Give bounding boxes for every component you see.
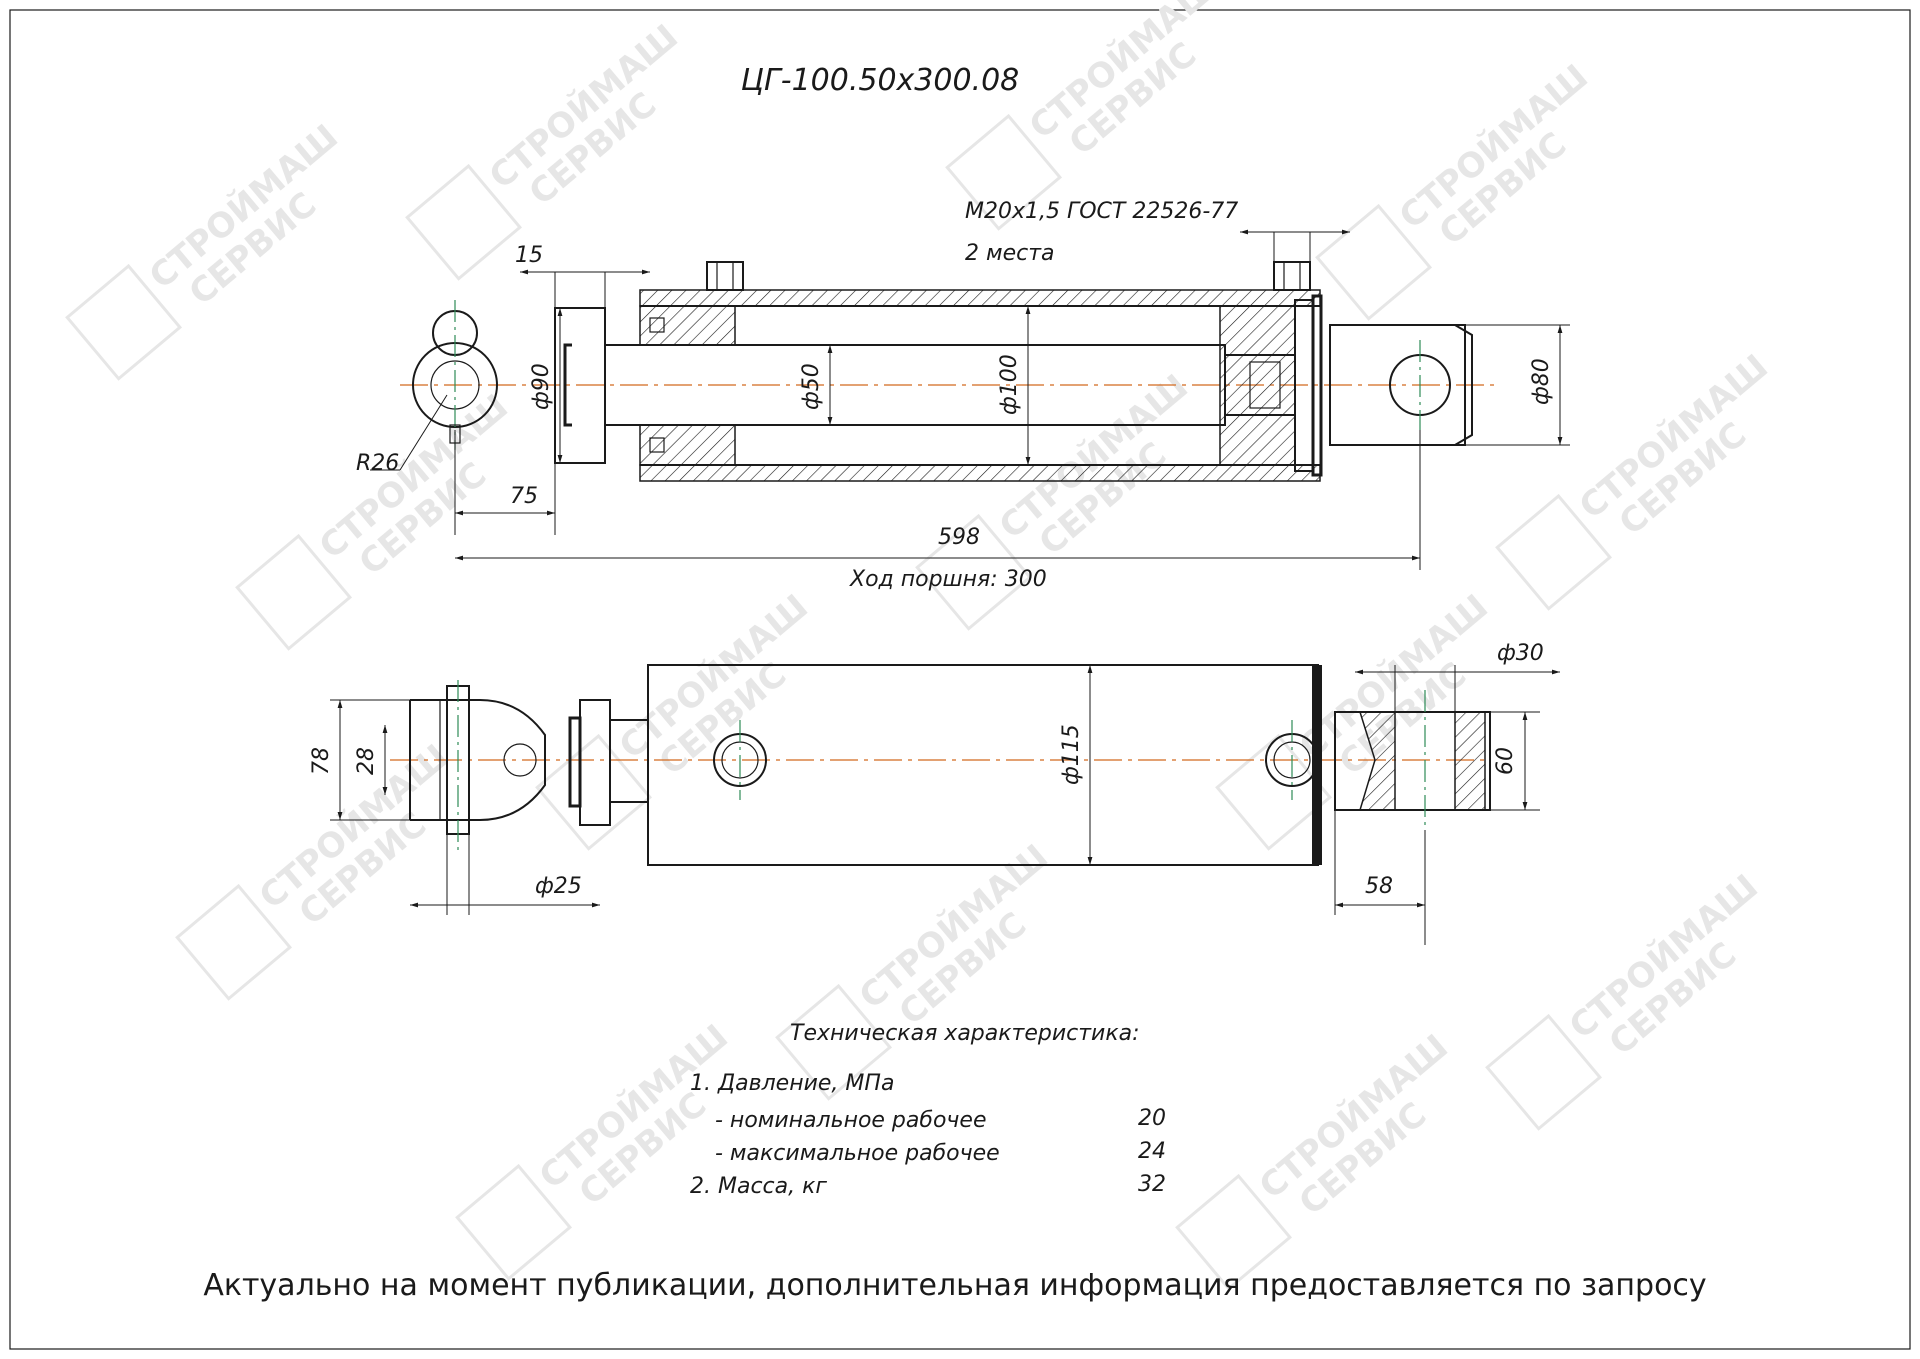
port-rear: [706, 261, 744, 291]
barrel-wall-top: [639, 289, 1321, 307]
tech-specs: Техническая характеристика: 1. Давление,…: [690, 1021, 1166, 1199]
rear-flange-seal: [563, 343, 572, 427]
top-section-view: M20x1,5 ГОСТ 22526-77 2 места 15 ф90 ф50…: [356, 199, 1570, 592]
dim-total-length: 598: [938, 525, 980, 550]
rear-flange-bottom: [579, 699, 611, 826]
dim-body: ф115: [1059, 724, 1084, 785]
thread-note: M20x1,5 ГОСТ 22526-77: [965, 199, 1238, 224]
spec-row-value: 32: [1138, 1172, 1166, 1197]
drawing-title: ЦГ-100.50х300.08: [741, 63, 1020, 98]
dim-radius: R26: [356, 451, 399, 476]
barrel-wall-bottom: [639, 464, 1321, 482]
dim-bore-flange: ф90: [529, 363, 554, 410]
spec-row-label: 2. Масса, кг: [690, 1174, 827, 1199]
spec-row-value: 20: [1138, 1106, 1166, 1131]
spec-row-label: - максимальное рабочее: [715, 1141, 1000, 1166]
stroke-note: Ход поршня: 300: [849, 567, 1047, 592]
dim-eye: ф80: [1529, 358, 1554, 405]
footer-note: Актуально на момент публикации, дополнит…: [203, 1268, 1706, 1303]
spec-row-label: 1. Давление, МПа: [690, 1071, 894, 1096]
rod-eye-body: [1329, 324, 1466, 446]
dim-pin: ф30: [1497, 641, 1544, 666]
dim-rod: ф50: [799, 363, 824, 410]
rear-clevis: [410, 699, 546, 821]
port-front: [1273, 261, 1311, 291]
places-note: 2 места: [965, 241, 1055, 266]
dim-clevis-pin: ф25: [535, 874, 582, 899]
dim-width: 78: [309, 747, 334, 775]
sheet-frame: [9, 9, 1911, 1350]
rear-gland-top: [639, 305, 736, 346]
spec-row-value: 24: [1138, 1139, 1166, 1164]
dim-eye-width: 60: [1493, 747, 1518, 775]
spec-row-label: - номинальное рабочее: [715, 1108, 986, 1133]
rear-gland-bottom: [639, 424, 736, 466]
dim-eye-length: 58: [1365, 874, 1393, 899]
dim-bore: ф100: [997, 354, 1022, 415]
dim-eye-offset: 75: [510, 484, 538, 509]
rod-eye-bottom: [1334, 711, 1491, 811]
dim-flange: 15: [515, 243, 543, 268]
dim-clevis-gap: 28: [354, 747, 379, 775]
piston: [1219, 305, 1296, 466]
bottom-outside-view: ф30 78 28 ф115 60 ф25 58: [309, 641, 1560, 945]
specs-heading: Техническая характеристика:: [790, 1021, 1140, 1046]
